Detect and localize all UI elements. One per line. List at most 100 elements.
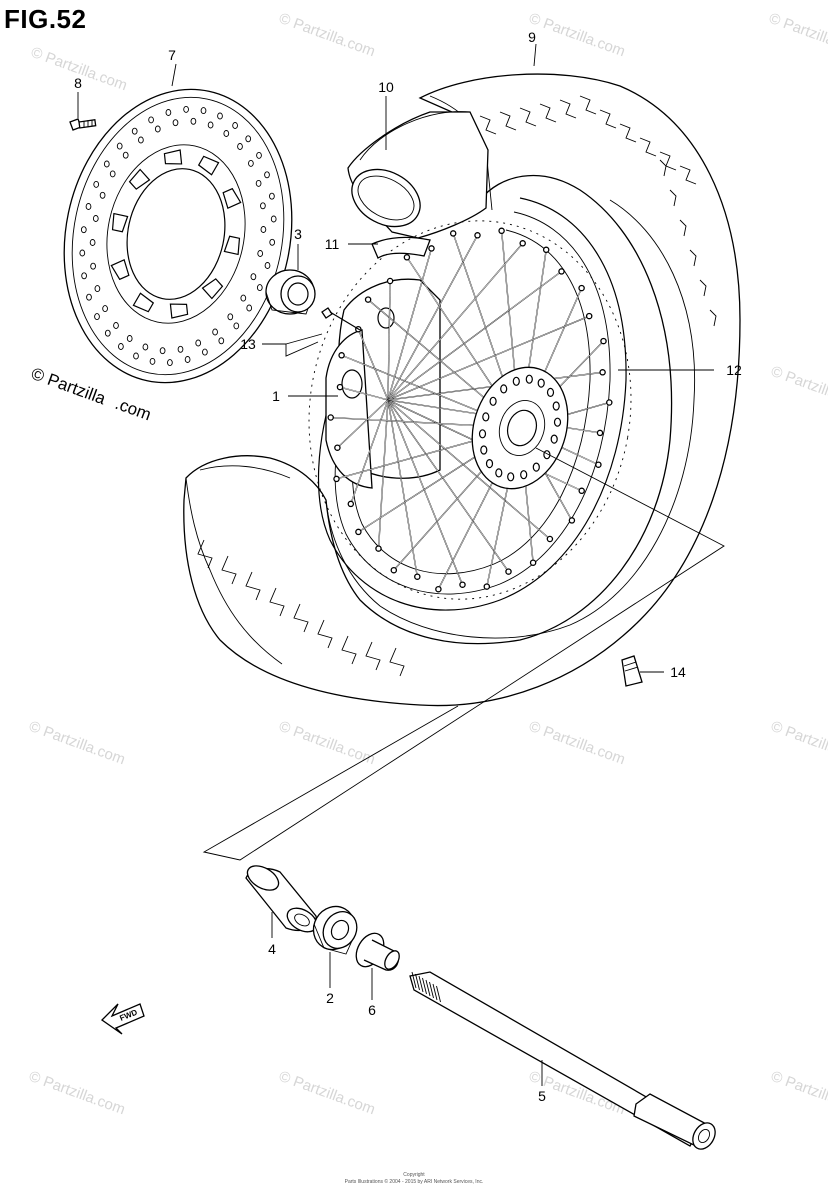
fwd-arrow-icon: FWD [100, 1003, 145, 1035]
disc-slot [111, 212, 129, 233]
callout-13: 13 [240, 336, 256, 352]
disc-hole [256, 284, 263, 292]
inner-tube [347, 111, 489, 239]
disc-hole [177, 345, 184, 353]
disc-hole [131, 127, 138, 135]
tire [183, 73, 741, 707]
spoke-nipple-end [459, 581, 466, 588]
tread-mark [269, 587, 285, 617]
flange-hole [543, 450, 551, 460]
disc-hole [80, 226, 87, 234]
disc-slot [110, 259, 130, 281]
callout-labels: 7 8 9 10 11 3 13 1 12 14 4 2 6 5 [74, 29, 742, 1104]
disc-hole [183, 105, 189, 113]
disc-hole [118, 343, 124, 350]
disc-hole [159, 347, 166, 355]
tread-mark [679, 165, 697, 185]
tread-mark [197, 539, 213, 569]
disc-hole [233, 322, 240, 330]
disc-hole [260, 226, 267, 233]
axle [409, 971, 716, 1150]
disc-slot [128, 168, 151, 190]
disc-hole [99, 191, 106, 199]
disc-hole [195, 339, 202, 347]
callout-4: 4 [268, 941, 276, 957]
watermark-tile: © Partzilla.com [27, 1068, 128, 1119]
watermark-tile: © Partzilla.com [527, 718, 628, 769]
watermark-tile: © Partzilla.com [27, 718, 128, 769]
spoke-highlight [378, 399, 389, 549]
flange-hole [482, 412, 490, 422]
flange-hole [520, 470, 528, 480]
disc-hole [172, 119, 179, 127]
spoke-nipple-end [327, 414, 334, 421]
flange-hole [552, 401, 560, 411]
tread-bottom [197, 539, 405, 677]
disc-hole [113, 322, 119, 329]
disc-hole [92, 215, 99, 222]
leader-lines [77, 43, 714, 1086]
exploded-view-outline [202, 447, 725, 861]
disc-slot [222, 187, 242, 209]
disc-hole [94, 313, 100, 321]
thread-line [415, 973, 420, 991]
disc-slot [223, 235, 241, 256]
watermark-tile: © Partzilla.com [277, 1068, 378, 1119]
disc-hole [232, 122, 238, 129]
tread-mark [341, 635, 357, 665]
spoke-highlight [339, 386, 389, 401]
disc-hole [133, 352, 139, 360]
watermark-tile: © Partzilla.com [769, 718, 828, 769]
disc-slot [132, 292, 155, 313]
disc-hole [207, 121, 214, 129]
spoke-highlight [387, 243, 523, 401]
tread-mark [659, 151, 677, 171]
tread-mark [689, 249, 697, 267]
spoke-highlight [387, 399, 509, 572]
spoke-nipple-end [334, 444, 341, 451]
bearing-lower [312, 905, 358, 955]
spacer [355, 932, 400, 971]
callout-11: 11 [325, 236, 340, 252]
callout-2: 2 [326, 990, 334, 1006]
disc-hole [116, 142, 123, 150]
disc-hole [184, 356, 191, 363]
disc-slot [163, 149, 183, 165]
disc-hole [269, 238, 276, 246]
disc-hole [148, 116, 154, 124]
flange-hole [550, 434, 558, 444]
flange-hole [537, 378, 545, 388]
disc-hole [264, 171, 270, 179]
spoke-highlight [337, 399, 389, 448]
spoke-highlight [387, 248, 432, 401]
disc-hole [246, 304, 253, 312]
disc-hole [122, 151, 129, 159]
disc-hole [154, 125, 161, 133]
disc-hole [103, 160, 110, 168]
spoke-nipple-end [546, 535, 554, 543]
disc-hole [142, 343, 149, 351]
disc-hole [245, 135, 252, 143]
hub-flange [471, 366, 569, 490]
thread-line [432, 983, 438, 1001]
spoke-nipple-end [529, 559, 537, 566]
disc-hole [93, 180, 100, 188]
flange-hole [485, 459, 494, 469]
disc-hole [212, 328, 218, 336]
disc-hole [81, 272, 87, 280]
spoke-nipple-end [596, 429, 604, 437]
copyright-footer: Copyright Parts Illustrations © 2004 - 2… [0, 1172, 828, 1186]
spoke-nipple-end [542, 246, 550, 254]
spoke-nipple-end [355, 528, 362, 536]
disc-hole [102, 305, 108, 313]
flange-hole [495, 468, 503, 478]
flange-holes [478, 374, 562, 482]
spoke-nipple-end [483, 583, 491, 590]
disc-hole [167, 359, 173, 367]
thread-line [411, 971, 417, 989]
spoke-nipple-end [578, 284, 585, 292]
thread-line [422, 977, 427, 995]
spoke-nipple-end [498, 227, 505, 235]
spoke-nipple-end [578, 487, 585, 495]
flange-hole [546, 387, 555, 397]
